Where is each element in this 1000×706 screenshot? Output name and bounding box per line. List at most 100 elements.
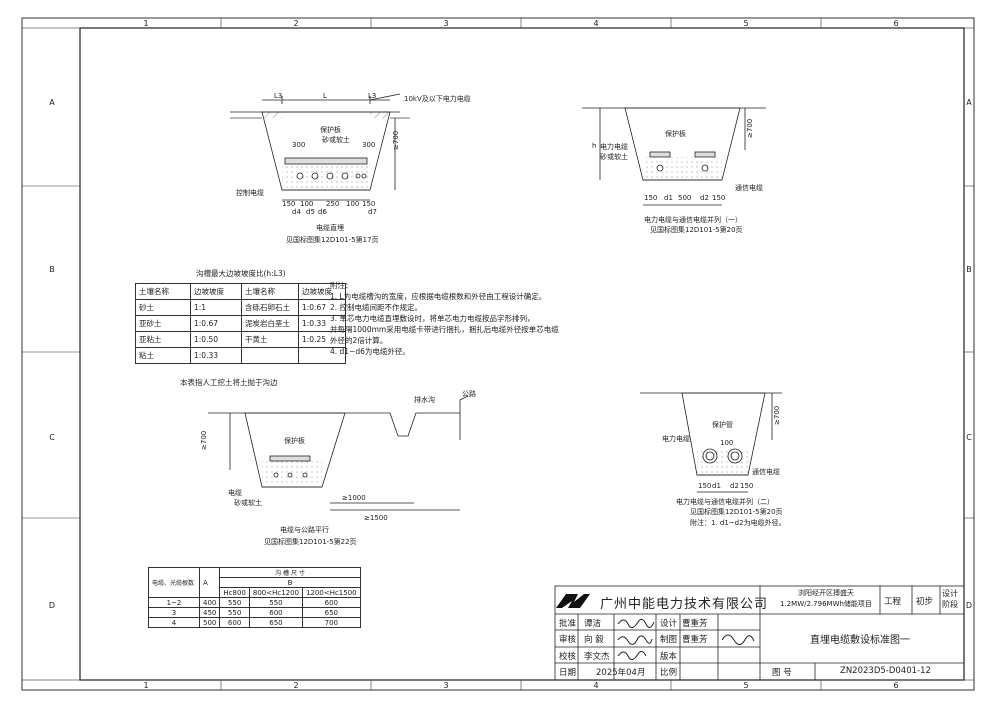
cell: 650 — [248, 617, 304, 628]
fig4-note: 附注：1. d1~d2为电缆外径。 — [690, 518, 786, 527]
size-col-b: B — [219, 577, 361, 588]
notes-block: 附注： 1. L为电缆槽沟的宽度，应根据电缆根数和外径由工程设计确定。 2. 控… — [330, 280, 559, 357]
fig4-dim: 150 — [740, 482, 753, 490]
fig1-dim: 100 — [346, 200, 359, 208]
fig1-dim: L3 — [368, 92, 376, 100]
fig2-label: 砂或软土 — [600, 152, 628, 161]
stage-label: 设计阶段 — [942, 589, 958, 609]
note-item: 3. 单芯电力电缆直埋敷设时，将单芯电力电缆按品字形排列， — [330, 314, 535, 323]
cell — [241, 347, 299, 364]
fig4-ref: 见国标图集12D101-5第20页 — [690, 507, 783, 516]
fig4-dim: 150 — [698, 482, 711, 490]
note-item: 并每隔1000mm采用电缆卡带进行捆扎，捆扎后电缆外径按单芯电缆 — [330, 325, 559, 334]
fig2-dim: d1 — [664, 194, 673, 202]
table-row: 砂土 1:1 含砾石卵石土 1:0.67 — [135, 299, 346, 316]
cell: 400 — [198, 597, 221, 608]
project-label: 工程 — [884, 597, 902, 607]
figure-direct-burial — [230, 93, 410, 201]
fig3-dim: ≥1000 — [342, 494, 366, 502]
cell: 3 — [148, 607, 200, 618]
tb-key: 审核 — [559, 635, 577, 645]
cell: 500 — [198, 617, 221, 628]
tb-key: 批准 — [559, 619, 577, 629]
fig1-dim: 150 — [282, 200, 295, 208]
drawing-no: ZN2023D5-D0401-12 — [840, 666, 931, 676]
fig4-dim: 100 — [720, 439, 733, 447]
fig1-label: 保护板 — [320, 125, 341, 134]
fig3-ref: 见国标图集12D101-5第22页 — [264, 537, 357, 546]
tb-value: 李文杰 — [584, 652, 610, 662]
cell: 4 — [148, 617, 200, 628]
row-label: A — [966, 98, 972, 107]
fig1-label: 控制电缆 — [236, 188, 264, 197]
drawing-no-label: 图 号 — [772, 668, 792, 678]
fig2-h: h — [592, 142, 596, 150]
cell: 1:0.33 — [190, 347, 242, 364]
figure-road-parallel — [208, 395, 469, 511]
row-label: B — [49, 265, 55, 274]
tb-key: 设计 — [660, 619, 678, 629]
fig2-label: 通信电缆 — [735, 183, 763, 192]
cell: 550 — [219, 597, 250, 608]
size-sub-header: 1200<Hc1500 — [302, 587, 361, 598]
col-label: 5 — [743, 19, 748, 28]
fig2-dim: 500 — [678, 194, 691, 202]
fig3-label: 排水沟 — [414, 395, 435, 404]
fig1-dim: 250 — [326, 200, 339, 208]
tb-key: 日期 — [559, 668, 577, 678]
slope-table-title: 沟槽最大边坡坡度比(h:L3) — [196, 269, 286, 278]
col-label: 1 — [143, 19, 148, 28]
col-label: 2 — [293, 19, 298, 28]
trench-size-table: 电缆、光缆根数 A 沟 槽 尺 寸 B Hc800 800<Hc1200 120… — [148, 567, 361, 628]
tb-value: 2025年04月 — [596, 668, 646, 678]
fig4-depth: ≥700 — [773, 406, 781, 425]
cell: 泥炭岩白垩土 — [241, 315, 299, 332]
fig2-dim: 150 — [712, 194, 725, 202]
fig4-label: 通信电缆 — [752, 467, 780, 476]
fig2-label: 保护板 — [665, 129, 686, 138]
table-row: 亚砂土 1:0.67 泥炭岩白垩土 1:0.33 — [135, 315, 346, 332]
fig3-label: 保护板 — [284, 436, 305, 445]
cell: 550 — [248, 597, 304, 608]
tb-value: 谭洁 — [584, 619, 602, 629]
fig1-label: 砂或软土 — [322, 135, 350, 144]
cell: 550 — [219, 607, 250, 618]
figure-parallel-1 — [582, 107, 766, 206]
note-item: 2. 控制电缆间距不作规定。 — [330, 303, 423, 312]
size-header-group: 沟 槽 尺 寸 — [219, 567, 361, 578]
fig1-dim: 150 — [362, 200, 375, 208]
cell: 1~2 — [148, 597, 200, 608]
fig1-title: 电缆直埋 — [316, 223, 344, 232]
fig2-dim: 150 — [644, 194, 657, 202]
fig1-dim: L — [323, 92, 327, 100]
title-block-frame — [554, 585, 965, 681]
cell: 砂土 — [135, 299, 191, 316]
cell: 600 — [248, 607, 304, 618]
cell: 1:0.33 — [298, 315, 346, 332]
cell: 粘土 — [135, 347, 191, 364]
fig1-dia: d5 — [306, 208, 315, 216]
notes-title: 附注： — [330, 281, 353, 290]
col-label: 4 — [593, 19, 598, 28]
company-name: 广州中能电力技术有限公司 — [600, 597, 769, 612]
figure-parallel-2 — [640, 392, 782, 493]
tb-value: 曹重芳 — [682, 619, 708, 629]
slope-header: 土壤名称 — [241, 283, 299, 300]
fig3-dim: ≥1500 — [364, 514, 388, 522]
cell: 含砾石卵石土 — [241, 299, 299, 316]
tb-key: 版本 — [660, 652, 678, 662]
fig4-dim: d2 — [730, 482, 739, 490]
cell — [298, 347, 346, 364]
fig2-ref: 见国标图集12D101-5第20页 — [650, 225, 743, 234]
fig4-label: 电力电缆 — [662, 434, 690, 443]
fig1-dia: d6 — [318, 208, 327, 216]
size-sub-header: Hc800 — [219, 587, 250, 598]
fig3-label: 公路 — [462, 389, 476, 398]
col-label: 1 — [143, 681, 148, 690]
fig4-label: 保护管 — [712, 420, 733, 429]
row-label: B — [966, 265, 972, 274]
table-row: 粘土 1:0.33 — [135, 347, 346, 364]
slope-table-note: 本表指人工挖土将土抛于沟边 — [180, 378, 278, 387]
tb-key: 比例 — [660, 668, 678, 678]
